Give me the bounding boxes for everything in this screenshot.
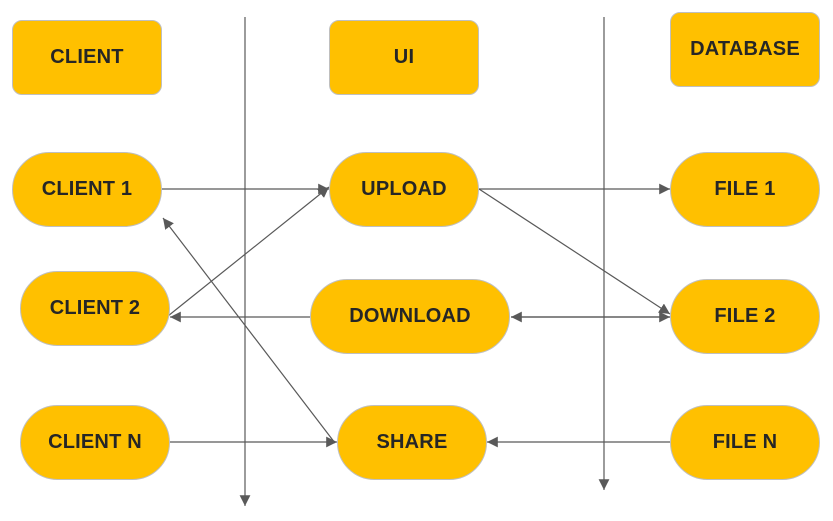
node-file-1: FILE 1 <box>670 152 820 227</box>
lane-header-ui: UI <box>329 20 479 95</box>
node-client-1: CLIENT 1 <box>12 152 162 227</box>
lane-header-database: DATABASE <box>670 12 820 87</box>
node-download: DOWNLOAD <box>310 279 510 354</box>
node-file-2: FILE 2 <box>670 279 820 354</box>
edge-client-2-to-upload <box>167 186 330 317</box>
node-share: SHARE <box>337 405 487 480</box>
edge-share-to-client-1 <box>162 217 336 444</box>
node-client-2: CLIENT 2 <box>20 271 170 346</box>
node-upload: UPLOAD <box>329 152 479 227</box>
node-file-n: FILE N <box>670 405 820 480</box>
node-client-n: CLIENT N <box>20 405 170 480</box>
edge-upload-to-file-2 <box>478 188 671 315</box>
lane-header-client: CLIENT <box>12 20 162 95</box>
